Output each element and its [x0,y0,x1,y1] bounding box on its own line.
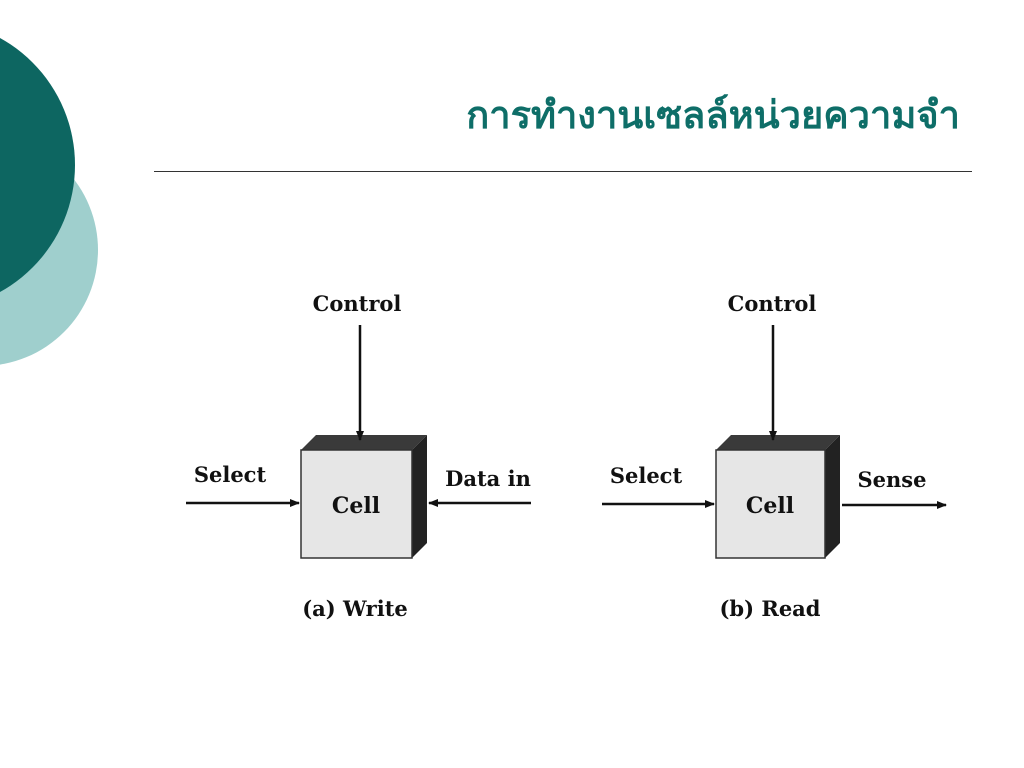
read-cell-side [825,435,840,558]
write-select-label: Select [194,462,267,487]
read-sense-label: Sense [858,467,927,492]
write-cell-block: Cell [300,435,427,559]
slide-title: การทำงานเซลล์หน่วยความจำ [466,93,960,137]
read-cell-front [715,449,826,559]
title-divider [154,171,972,172]
read-cell-label: Cell [746,493,794,519]
read-control-label: Control [728,291,817,316]
read-cell-top [716,435,840,450]
write-cell-label: Cell [332,493,380,519]
read-cell-block: Cell [715,435,840,559]
write-cell-side [412,435,427,558]
read-select-label: Select [610,463,683,488]
dark-teal-circle [0,38,75,292]
read-diagram: Cell Control Select Sense (b) Read [602,291,947,621]
decorative-circles-icon [0,38,98,365]
write-cell-top [301,435,427,450]
write-cell-front [300,449,413,559]
read-caption: (b) Read [720,596,821,621]
write-diagram: Cell Control Select Data in (a) Write [186,291,531,621]
write-control-label: Control [313,291,402,316]
write-caption: (a) Write [302,596,408,621]
write-data-in-label: Data in [445,466,531,491]
